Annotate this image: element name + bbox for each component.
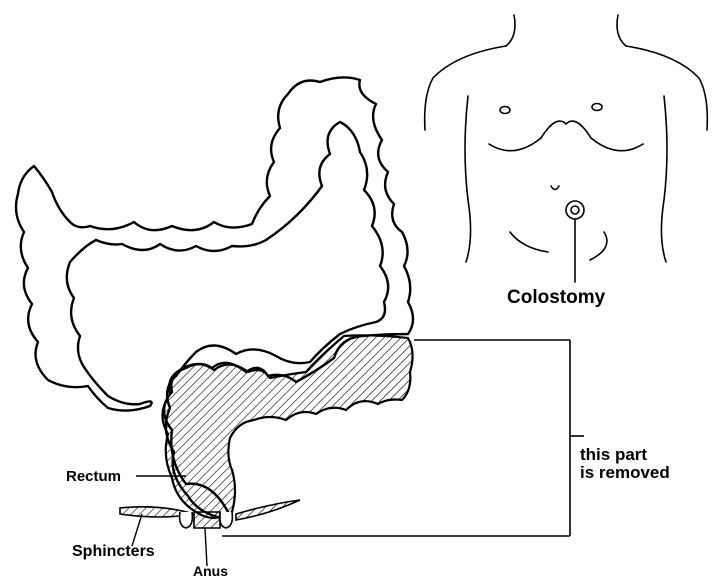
colostomy-label: Colostomy <box>507 288 605 308</box>
removed-label-line-1: this part <box>580 446 670 464</box>
anus-label: Anus <box>193 564 228 579</box>
stoma-outer <box>566 201 584 219</box>
sphincter-loop-1 <box>180 512 193 528</box>
rectum-label: Rectum <box>66 469 121 485</box>
sphincter-loop-2 <box>220 512 233 528</box>
left-groin <box>510 232 548 252</box>
left-flank <box>465 96 471 262</box>
anus-leader <box>205 528 207 566</box>
removed-label-line-2: is removed <box>580 464 670 482</box>
right-nipple <box>592 104 602 111</box>
left-chest <box>489 138 541 151</box>
torso-figure <box>425 15 708 282</box>
sphincters-label: Sphincters <box>72 544 155 561</box>
right-groin <box>590 232 607 260</box>
removed-part-label: this part is removed <box>580 446 670 482</box>
navel <box>551 186 559 190</box>
left-nipple <box>500 107 510 114</box>
right-flank <box>661 96 667 262</box>
sphincters-leader <box>132 514 142 546</box>
anal-canal <box>194 512 220 528</box>
right-sphincter <box>236 500 300 520</box>
rib-arch <box>541 121 591 138</box>
right-chest <box>591 138 643 151</box>
stoma-inner <box>571 206 579 214</box>
neck-right <box>617 15 626 46</box>
neck-left <box>506 15 515 46</box>
